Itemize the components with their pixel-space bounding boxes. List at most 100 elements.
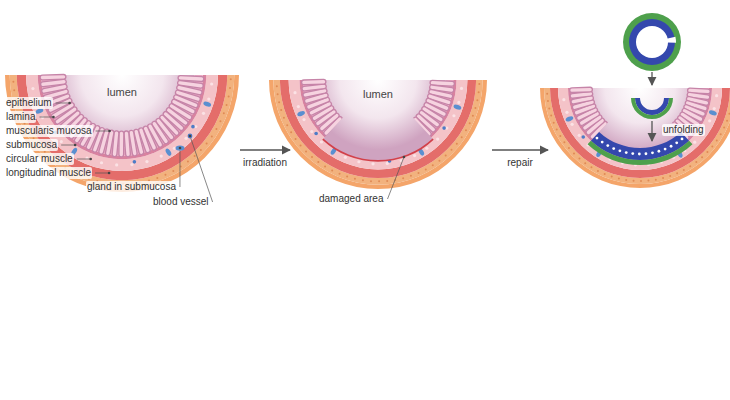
- leader-line: [96, 131, 110, 132]
- muscle-dot: [290, 131, 292, 133]
- patch-border: [588, 141, 693, 165]
- leader-line: [39, 117, 53, 118]
- damaged-edge: [322, 139, 433, 162]
- muscle-dot: [465, 129, 467, 131]
- villus-outline: [43, 82, 64, 84]
- muscle-dot: [200, 149, 202, 151]
- leader-dot: [189, 135, 192, 138]
- muscle-dot: [584, 162, 586, 164]
- muscle-dot: [346, 176, 348, 178]
- gland-symbol: [203, 101, 212, 108]
- muscle-dot: [317, 161, 319, 163]
- muscle-dot: [339, 173, 341, 175]
- step-label: irradiation: [242, 157, 288, 169]
- leader-line: [61, 145, 75, 146]
- leader-dot: [74, 144, 77, 147]
- muscle-dot: [432, 164, 434, 166]
- gland-symbol: [565, 115, 574, 122]
- muscle-dot: [676, 172, 678, 174]
- patch-cell: [631, 152, 634, 155]
- patch-cell: [675, 141, 678, 144]
- part-label: gland in submucosa: [86, 181, 177, 193]
- muscle-dot: [378, 180, 380, 182]
- muscle-dot: [695, 161, 697, 163]
- villus: [131, 133, 134, 154]
- rolled-patch: [623, 13, 681, 71]
- muscle-dot: [324, 165, 326, 167]
- layer-label: epithelium: [5, 97, 53, 109]
- muscle-dot: [295, 138, 297, 140]
- submucosa-cell: [452, 114, 455, 117]
- process-arrow: [492, 149, 548, 150]
- patch-cell: [670, 145, 673, 148]
- villus: [44, 87, 65, 91]
- villus-outline: [180, 78, 201, 79]
- muscle-dot: [280, 109, 282, 111]
- longitudinal-muscle-layer: [544, 88, 730, 184]
- blood-vessel-symbol: [133, 160, 137, 164]
- muscle-dot: [476, 99, 478, 101]
- muscle-dot: [706, 151, 708, 153]
- submucosa-cell: [31, 87, 34, 90]
- submucosa-layer: [558, 88, 722, 170]
- muscle-dot: [425, 168, 427, 170]
- muscle-dot: [219, 120, 221, 122]
- villus: [573, 98, 591, 102]
- villus-outline: [573, 98, 591, 102]
- muscle-dot: [187, 161, 189, 163]
- villus-outline: [42, 74, 63, 81]
- muscle-dot: [472, 115, 474, 117]
- villus-outline: [131, 133, 134, 154]
- patch-cell: [651, 151, 654, 154]
- blood-vessel-symbol: [188, 134, 193, 139]
- muscle-dot: [362, 179, 364, 181]
- patch-cell: [606, 144, 609, 147]
- villus-outline: [572, 94, 590, 96]
- muscle-dot: [604, 173, 606, 175]
- villus: [305, 91, 324, 95]
- lumen-label: lumen: [106, 86, 138, 99]
- villus: [42, 75, 63, 79]
- submucosa-cell: [565, 111, 568, 114]
- submucosa-cell: [115, 163, 118, 166]
- submucosa-cell: [302, 118, 305, 121]
- muscle-dot: [417, 172, 419, 174]
- layer-label: circular muscle: [5, 153, 74, 165]
- villus-outline: [304, 79, 324, 86]
- process-arrow: [651, 121, 652, 141]
- submucosa-cell: [715, 94, 718, 97]
- muscle-dot: [211, 135, 213, 137]
- leader-line: [190, 136, 213, 202]
- muscle-dot: [194, 155, 196, 157]
- patch-cell: [645, 152, 648, 155]
- muscle-dot: [156, 177, 158, 179]
- submucosa-cell: [41, 116, 44, 119]
- submucosa-cell: [173, 147, 176, 150]
- muscle-dot: [450, 149, 452, 151]
- blood-vessel-symbol: [581, 135, 585, 139]
- muscle-dot: [548, 107, 550, 109]
- muscle-dot: [276, 85, 278, 87]
- submucosa-cell: [60, 140, 63, 143]
- muscle-dot: [286, 124, 288, 126]
- muscle-dot: [438, 160, 440, 162]
- villus: [304, 86, 323, 88]
- muscle-dot: [716, 140, 718, 142]
- muscle-dot: [547, 100, 549, 102]
- muscle-dot: [618, 178, 620, 180]
- villus: [432, 81, 452, 85]
- leader-line: [179, 148, 180, 187]
- unfolding-patch: [631, 98, 673, 119]
- blood-vessel-symbol: [442, 126, 446, 130]
- layer-label: submucosa: [5, 139, 58, 151]
- gland-symbol: [164, 148, 172, 157]
- muscle-dot: [689, 165, 691, 167]
- muscle-dot: [474, 107, 476, 109]
- muscle-dot: [683, 169, 685, 171]
- step-label: unfolding: [662, 124, 705, 136]
- layer-label: longitudinal muscle: [5, 167, 92, 179]
- leader-dot: [179, 147, 182, 150]
- muscle-dot: [229, 87, 231, 89]
- muscle-dot: [386, 180, 388, 182]
